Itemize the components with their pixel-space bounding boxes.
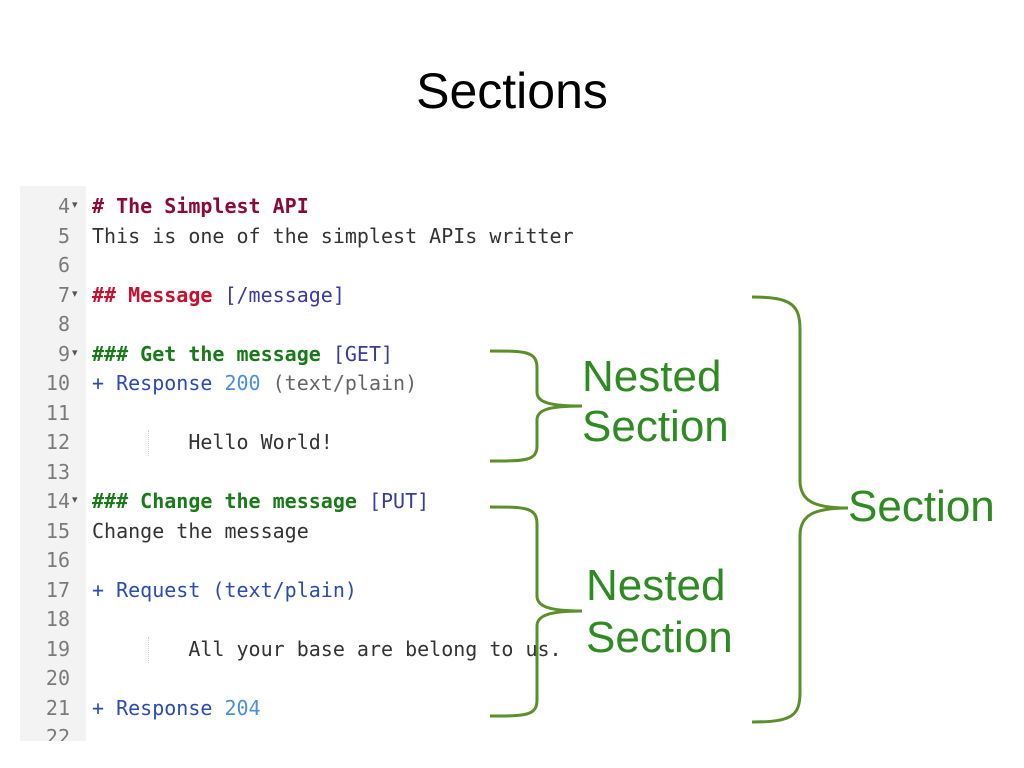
line-number: 22 xyxy=(45,725,70,741)
code-line: 14▾ ### Change the message [PUT] xyxy=(20,487,634,517)
code-token: ## Message xyxy=(92,282,225,307)
code-token: [/message] xyxy=(224,282,345,307)
line-number: 17 xyxy=(45,577,70,602)
nested-section-label-2: Nested Section xyxy=(586,560,733,664)
line-number: 6 xyxy=(57,253,70,277)
line-number: 13 xyxy=(45,459,70,484)
code-line: 15 Change the message xyxy=(20,517,634,547)
line-number: 21 xyxy=(45,695,70,720)
line-number: 19 xyxy=(45,636,70,661)
line-number: 12 xyxy=(45,430,70,454)
code-line: 19 All your base are belong to us. xyxy=(20,635,634,665)
code-text: Change the message xyxy=(92,517,309,547)
code-line: 9▾ ### Get the message [GET] xyxy=(20,340,634,370)
code-token: (text/plain) xyxy=(212,577,357,602)
line-number: 5 xyxy=(57,223,70,248)
line-number: 7 xyxy=(57,282,70,307)
code-line: 21 + Response 204 xyxy=(20,694,634,724)
nested-section-brace-2 xyxy=(489,505,583,718)
code-line: 18 xyxy=(20,605,634,635)
nested-label-line-1: Nested xyxy=(582,352,722,401)
fold-toggle-icon[interactable]: ▾ xyxy=(72,286,78,300)
code-text: ### Change the message [PUT] xyxy=(92,487,429,517)
nested-label-line-2: Section xyxy=(582,402,729,451)
code-token: This is one of the simplest APIs writter xyxy=(92,223,574,248)
line-number: 20 xyxy=(45,666,70,690)
code-line: 17 + Request (text/plain) xyxy=(20,576,634,606)
code-line: 10 + Response 200 (text/plain) xyxy=(20,369,634,399)
code-line: 11 xyxy=(20,399,634,429)
code-token: Response xyxy=(116,371,225,395)
code-text: + Response 200 (text/plain) xyxy=(92,369,417,399)
code-text: Hello World! xyxy=(92,428,333,458)
code-text: # The Simplest API xyxy=(92,192,309,222)
section-label: Section xyxy=(848,482,995,531)
fold-toggle-icon[interactable]: ▾ xyxy=(72,493,78,506)
line-number: 14 xyxy=(45,489,70,513)
slide-title: Sections xyxy=(416,63,608,119)
code-token: ### Change the message xyxy=(92,489,369,513)
code-token: All your base are belong to us. xyxy=(92,636,562,661)
code-token: Response xyxy=(116,695,225,720)
code-line: 7▾ ## Message [/message] xyxy=(20,281,634,311)
code-token: [PUT] xyxy=(368,489,430,513)
nested-label-line-1: Nested xyxy=(586,561,726,610)
fold-toggle-icon[interactable]: ▾ xyxy=(72,345,78,359)
nested-section-label-1: Nested Section xyxy=(582,352,729,452)
code-line: 16 xyxy=(20,546,634,576)
code-token: + xyxy=(92,371,117,395)
line-number: 9 xyxy=(57,341,70,366)
code-token: # The Simplest API xyxy=(92,194,309,218)
code-text: + Response 204 xyxy=(92,694,261,724)
code-token: 200 xyxy=(224,371,273,395)
code-token: [GET] xyxy=(332,341,394,366)
code-token: Change the message xyxy=(92,518,309,543)
code-text: + Request (text/plain) xyxy=(92,576,357,606)
nested-section-brace-1 xyxy=(489,349,583,463)
code-token: Request xyxy=(116,577,213,602)
code-line: 5 This is one of the simplest APIs writte… xyxy=(20,222,634,252)
code-line: 20 xyxy=(20,664,634,694)
code-line: 22 xyxy=(20,723,634,741)
code-text: All your base are belong to us. xyxy=(92,635,562,665)
code-line: 4▾ # The Simplest API xyxy=(20,192,634,222)
line-number: 4 xyxy=(57,194,70,218)
line-number: 10 xyxy=(45,371,70,395)
line-number: 11 xyxy=(45,400,70,425)
fold-toggle-icon[interactable]: ▾ xyxy=(72,198,78,211)
code-text: This is one of the simplest APIs writter xyxy=(92,222,574,252)
line-number: 16 xyxy=(45,548,70,572)
line-number: 15 xyxy=(45,518,70,543)
code-line: 6 xyxy=(20,251,634,281)
code-line: 13 xyxy=(20,458,634,488)
code-token: ### Get the message xyxy=(92,341,333,366)
code-line: 12 Hello World! xyxy=(20,428,634,458)
line-number-gutter xyxy=(20,186,86,741)
line-number: 18 xyxy=(45,607,70,631)
code-token: 204 xyxy=(224,695,261,720)
code-text: ## Message [/message] xyxy=(92,281,345,311)
nested-label-line-2: Section xyxy=(586,613,733,662)
code-token: + xyxy=(92,695,117,720)
code-token: Hello World! xyxy=(92,430,333,454)
code-token: + xyxy=(92,577,117,602)
section-brace xyxy=(751,295,849,724)
code-token: (text/plain) xyxy=(272,371,418,395)
line-number: 8 xyxy=(57,312,70,336)
indent-guide xyxy=(148,636,149,663)
code-text: ### Get the message [GET] xyxy=(92,340,393,370)
indent-guide xyxy=(148,430,149,456)
code-line: 8 xyxy=(20,310,634,340)
